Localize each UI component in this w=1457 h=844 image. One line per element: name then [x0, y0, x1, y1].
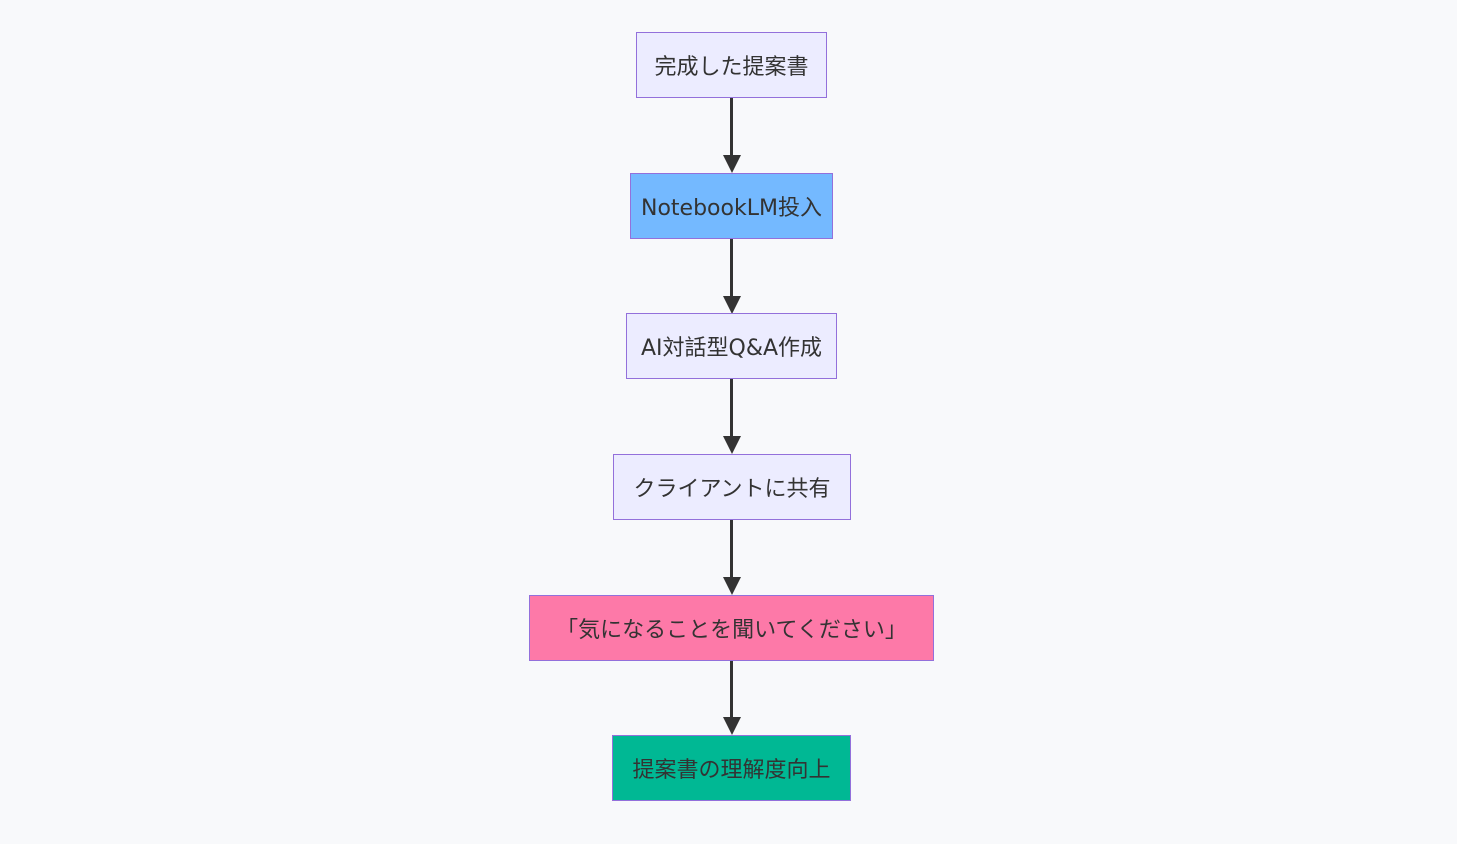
node-label: 完成した提案書	[654, 55, 809, 80]
edge-n1-n2-line	[730, 97, 733, 157]
node-ai-qa-creation: AI対話型Q&A作成	[626, 313, 837, 379]
node-improved-understanding: 提案書の理解度向上	[612, 735, 851, 801]
node-notebooklm-input: NotebookLM投入	[630, 173, 833, 239]
node-share-with-client: クライアントに共有	[613, 454, 851, 520]
node-label: 提案書の理解度向上	[632, 758, 831, 783]
node-label: AI対話型Q&A作成	[640, 336, 823, 361]
node-ask-anything-prompt: 「気になることを聞いてください」	[529, 595, 934, 661]
node-completed-proposal: 完成した提案書	[636, 32, 827, 98]
node-label: 「気になることを聞いてください」	[556, 618, 907, 643]
edge-n5-n6-arrowhead-icon	[722, 717, 741, 735]
edge-n4-n5-arrowhead-icon	[722, 577, 741, 595]
node-label: NotebookLM投入	[641, 196, 822, 221]
node-label: クライアントに共有	[633, 477, 831, 502]
edge-n3-n4-arrowhead-icon	[722, 436, 741, 454]
edge-n4-n5-line	[730, 519, 733, 579]
edge-n5-n6-line	[730, 660, 733, 718]
edge-n2-n3-line	[730, 238, 733, 298]
edge-n3-n4-line	[730, 379, 733, 437]
edge-n1-n2-arrowhead-icon	[722, 155, 741, 173]
edge-n2-n3-arrowhead-icon	[722, 296, 741, 314]
